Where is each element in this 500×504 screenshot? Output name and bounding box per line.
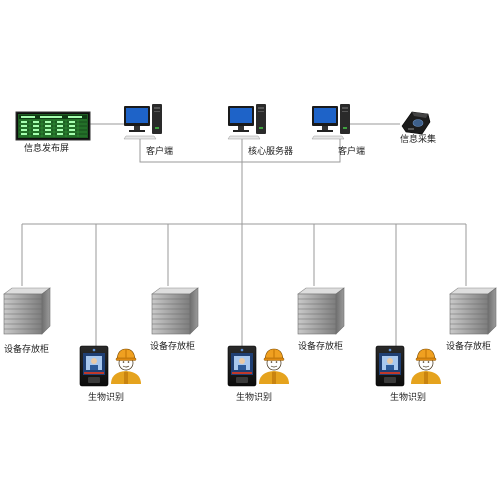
client-left-label: 客户端 <box>146 147 174 157</box>
server-computer-icon <box>227 103 267 140</box>
cabinet-label-3: 设备存放柜 <box>298 342 344 352</box>
terminal-icon-3 <box>375 345 405 387</box>
worker-icon-3 <box>410 348 442 385</box>
cabinet-icon-2 <box>151 287 199 335</box>
cabinet-icon-3 <box>297 287 345 335</box>
cabinet-icon-4 <box>449 287 497 335</box>
line-top-bus <box>139 138 341 163</box>
biometric-label-1: 生物识别 <box>88 393 125 403</box>
fingerprint-scanner-icon <box>401 111 431 135</box>
display-label: 信息发布屏 <box>24 144 70 154</box>
terminal-icon-1 <box>79 345 109 387</box>
cabinet-label-1: 设备存放柜 <box>4 345 50 355</box>
client-left-computer-icon <box>123 103 163 140</box>
led-display-icon <box>15 111 91 141</box>
collector-label: 信息采集 <box>400 135 437 145</box>
cabinet-icon-1 <box>3 287 51 335</box>
biometric-label-2: 生物识别 <box>236 393 273 403</box>
terminal-icon-2 <box>227 345 257 387</box>
cabinet-label-4: 设备存放柜 <box>446 342 492 352</box>
connection-lines <box>21 123 467 346</box>
client-right-computer-icon <box>311 103 351 140</box>
biometric-label-3: 生物识别 <box>390 393 427 403</box>
cabinet-label-2: 设备存放柜 <box>150 342 196 352</box>
worker-icon-2 <box>258 348 290 385</box>
worker-icon-1 <box>110 348 142 385</box>
client-right-label: 客户端 <box>338 147 366 157</box>
server-label: 核心服务器 <box>248 147 294 157</box>
